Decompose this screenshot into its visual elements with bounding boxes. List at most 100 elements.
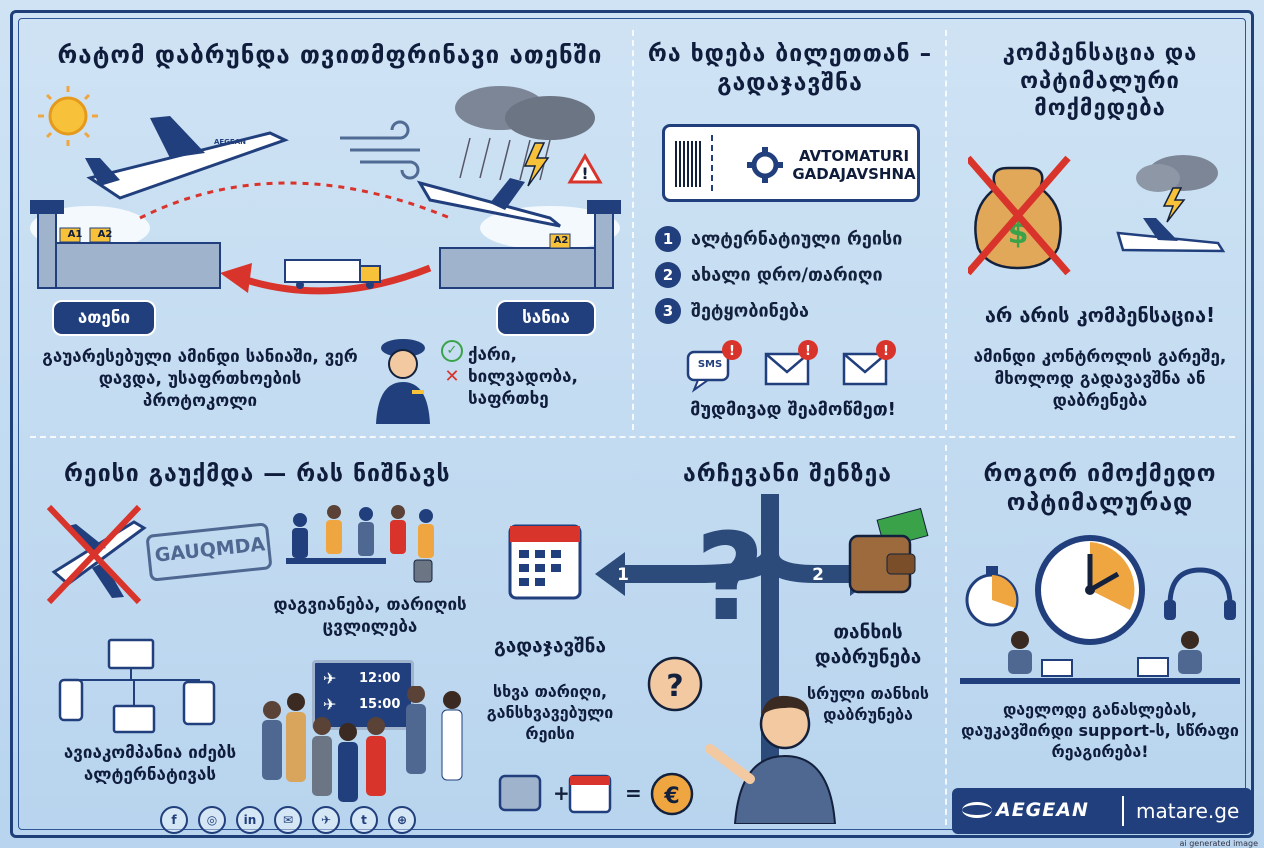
ticket-text: AVTOMATURI GADAJAVSHNA <box>792 147 916 183</box>
no-compensation-illustration: $ <box>968 155 1226 276</box>
divider <box>945 445 947 825</box>
choice-illustration: ? ? + = € <box>498 494 929 824</box>
twitter-icon[interactable]: t <box>350 806 378 834</box>
cross-icon: ✕ <box>444 366 460 387</box>
ticket-card: AVTOMATURI GADAJAVSHNA <box>662 124 920 202</box>
option1-title: გადაჯავშნა <box>493 635 607 657</box>
divider <box>632 30 634 430</box>
airport-terminal-icon <box>439 200 621 289</box>
aegean-logo-icon <box>962 802 992 818</box>
question-mark-icon: ? <box>695 509 765 648</box>
svg-text:!: ! <box>729 344 735 359</box>
plane-livery: AEGEAN <box>213 138 246 146</box>
option2-title: თანხის დაბრუნება <box>814 621 922 668</box>
stopwatch-icon <box>965 566 1019 627</box>
luggage-icon <box>498 774 542 812</box>
badge-sania: სანია <box>496 300 596 336</box>
svg-text:+: + <box>553 781 570 805</box>
airplane-icon: ✈ <box>323 669 337 688</box>
airplane-icon <box>416 178 561 228</box>
flight-return-illustration: ! <box>30 86 621 295</box>
ai-note: ai generated image <box>1179 839 1258 848</box>
warning-icon: ! <box>567 152 603 184</box>
panel3-note: ამინდი კონტროლის გარეშე, მხოლოდ გადავავშ… <box>973 347 1227 412</box>
panel6-title: როგორ იმოქმედო ოპტიმალურად <box>983 461 1217 516</box>
euro-coin-icon: € <box>650 772 694 816</box>
gate-a2-label: A2 <box>97 229 113 240</box>
airport-terminal-icon <box>30 200 221 289</box>
devices-network-icon <box>58 638 216 734</box>
footer-brand: AEGEAN <box>996 799 1089 821</box>
instagram-icon[interactable]: ◎ <box>198 806 226 834</box>
email-icon: ! <box>842 340 896 386</box>
headset-icon <box>1164 567 1236 620</box>
pilot-icon <box>376 339 430 424</box>
badge-athens: ათენი <box>52 300 156 336</box>
footer-separator <box>1122 796 1124 826</box>
option1-number: 1 <box>617 565 629 585</box>
panel3-headline: არ არის კომპენსაცია! <box>984 303 1216 327</box>
divider <box>30 436 1235 438</box>
footer-bar: AEGEAN matare.ge <box>952 788 1252 834</box>
svg-text:?: ? <box>666 669 683 704</box>
gate-a2-label: A2 <box>553 235 569 246</box>
person-thinking-icon <box>705 695 837 824</box>
social-icons: f ◎ in ✉ ✈ t ⊕ <box>160 806 426 836</box>
wallet-icon <box>848 507 929 594</box>
airplane-icon <box>1116 218 1226 253</box>
timing-illustration <box>960 535 1240 684</box>
board-time-1: 12:00 <box>359 671 401 686</box>
panel3-title: კომპენსაცია და ოპტიმალური მოქმედება <box>1002 41 1198 121</box>
airplane-icon[interactable]: ✈ <box>312 806 340 834</box>
svg-text:!: ! <box>883 344 889 359</box>
panel4-alt-text: ავიაკომპანია იძებს ალტერნატივას <box>63 743 237 786</box>
barcode-icon <box>675 141 701 187</box>
gear-icon <box>747 147 783 183</box>
crowd-icon <box>262 686 463 802</box>
airplane-icon <box>85 116 289 200</box>
panel1-reason: გაუარესებული ამინდი სანიაში, ვერ დავდა, … <box>42 347 358 412</box>
sms-icon: ! <box>686 340 742 393</box>
gate-a1-label: A1 <box>67 229 83 240</box>
svg-text:=: = <box>625 781 642 805</box>
calendar-icon <box>508 524 582 600</box>
cancelled-flight-illustration <box>46 504 272 605</box>
footer-site[interactable]: matare.ge <box>1136 799 1240 823</box>
calendar-icon <box>568 774 612 814</box>
facebook-icon[interactable]: f <box>160 806 188 834</box>
panel6-note: დაელოდე განასლებას, დაუკავშირდი support-… <box>961 700 1239 761</box>
stamp-icon <box>146 522 272 582</box>
option2-desc: სრული თანხის დაბრუნება <box>807 684 929 724</box>
clock-icon <box>1035 535 1145 645</box>
mail-icon[interactable]: ✉ <box>274 806 302 834</box>
waiting-passengers-icon <box>286 505 434 583</box>
option1-desc: სხვა თარიღი, განსხვავებული რეისი <box>486 682 614 743</box>
panel2-title: რა ხდება ბილეთთან – გადაჯავშნა <box>647 41 933 96</box>
airplane-icon: ✈ <box>323 695 337 714</box>
sun-icon <box>38 86 98 146</box>
panel4-delay-text: დაგვიანება, თარიღის ცვლილება <box>273 595 467 638</box>
panel4-title: რეისი გაუქმდა — რას ნიშნავს <box>64 461 451 487</box>
sms-label: SMS <box>697 359 723 370</box>
check-icon: ✓ <box>441 340 463 362</box>
mail-icon: ! <box>764 340 818 386</box>
linkedin-icon[interactable]: in <box>236 806 264 834</box>
wind-icon <box>340 120 420 180</box>
truck-icon <box>284 259 381 289</box>
board-time-2: 15:00 <box>359 697 401 712</box>
option2-number: 2 <box>812 565 824 585</box>
panel5-title: არჩევანი შენზეა <box>683 461 892 487</box>
panel1-factors: ქარი, ხილვადობა, საფრთხე <box>468 345 578 410</box>
globe-icon[interactable]: ⊕ <box>388 806 416 834</box>
svg-text:!: ! <box>805 344 811 359</box>
panel2-note: მუდმივად შეამოწმეთ! <box>690 399 896 420</box>
departure-board: ✈ 12:00 ✈ 15:00 <box>312 660 414 730</box>
panel1-title: რატომ დაბრუნდა თვითმფრინავი ათენში <box>57 41 603 69</box>
support-agent-icon <box>1008 631 1202 677</box>
notification-icons: ! ! ! <box>686 340 896 393</box>
svg-text:€: € <box>663 784 679 809</box>
divider <box>945 30 947 430</box>
